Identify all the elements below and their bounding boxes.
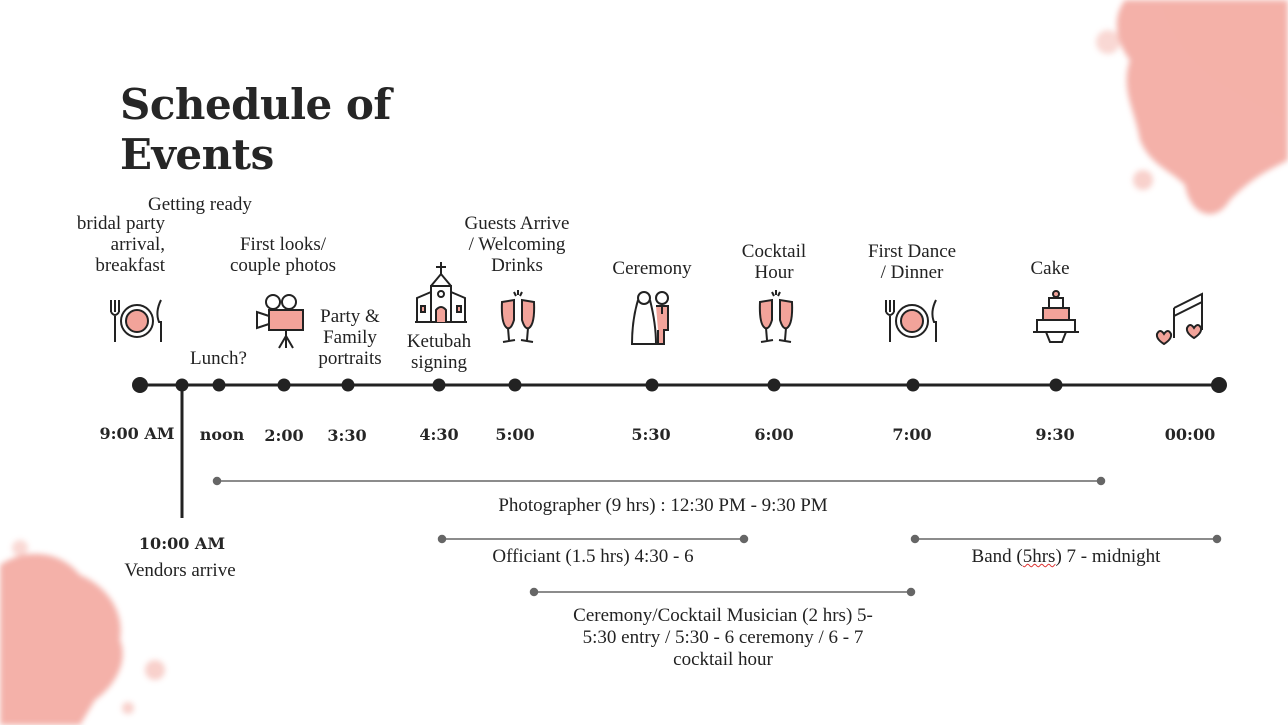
time-label: 3:30 — [327, 426, 367, 445]
timeline-end-dot — [1211, 377, 1227, 393]
band-label: Band (5hrs) 7 - midnight — [971, 546, 1161, 567]
event-label-first-dance: First Dance / Dinner — [867, 241, 957, 283]
officiant-label: Officiant (1.5 hrs) 4:30 - 6 — [492, 546, 694, 567]
page-title: Schedule of Events — [120, 80, 391, 179]
vendor-time-label: 10:00 AM — [138, 534, 226, 553]
time-label: 9:00 AM — [99, 424, 175, 443]
plate-cutlery-icon — [885, 299, 937, 342]
wedding-cake-icon — [1033, 290, 1079, 343]
event-label-cake: Cake — [1030, 258, 1070, 279]
time-label: noon — [199, 425, 245, 444]
time-label: 4:30 — [419, 425, 459, 444]
timeline-dot — [1049, 378, 1063, 392]
time-label: 00:00 — [1164, 425, 1216, 444]
bride-groom-icon — [630, 291, 669, 345]
event-label-cocktail: Cocktail Hour — [741, 241, 807, 283]
event-label-bridal-party: bridal party arrival, breakfast — [76, 213, 165, 276]
timeline-dot — [212, 378, 226, 392]
timeline-start-dot — [132, 377, 148, 393]
timeline-dot — [767, 378, 781, 392]
movie-camera-icon — [256, 294, 304, 349]
timeline-dot — [277, 378, 291, 392]
champagne-glasses-icon — [758, 290, 794, 343]
timeline-dot — [432, 378, 446, 392]
plate-cutlery-icon — [110, 299, 162, 342]
timeline-dot — [645, 378, 659, 392]
musician-label: Ceremony/Cocktail Musician (2 hrs) 5- 5:… — [573, 605, 873, 670]
event-label-first-looks: First looks/ couple photos — [229, 234, 337, 276]
time-label: 6:00 — [754, 425, 794, 444]
photographer-label: Photographer (9 hrs) : 12:30 PM - 9:30 P… — [498, 495, 828, 516]
music-note-icon — [1155, 292, 1203, 346]
timeline-dot — [508, 378, 522, 392]
event-label-getting-ready: Getting ready — [148, 194, 252, 215]
event-label-lunch: Lunch? — [190, 348, 247, 369]
time-label: 2:00 — [264, 426, 304, 445]
timeline-dot — [341, 378, 355, 392]
time-label: 7:00 — [892, 425, 932, 444]
champagne-glasses-icon — [500, 290, 536, 343]
timeline-dot — [906, 378, 920, 392]
event-label-guests-arrive: Guests Arrive / Welcoming Drinks — [464, 213, 570, 276]
event-label-ketubah: Ketubah signing — [406, 331, 472, 373]
time-label: 5:30 — [631, 425, 671, 444]
event-label-party-family: Party & Family portraits — [318, 306, 382, 369]
event-label-ceremony: Ceremony — [612, 258, 692, 279]
time-label: 5:00 — [495, 425, 535, 444]
vendor-arrive-label: Vendors arrive — [124, 560, 236, 581]
chapel-icon — [415, 262, 467, 323]
timeline-dot — [175, 378, 189, 392]
time-label: 9:30 — [1035, 425, 1075, 444]
